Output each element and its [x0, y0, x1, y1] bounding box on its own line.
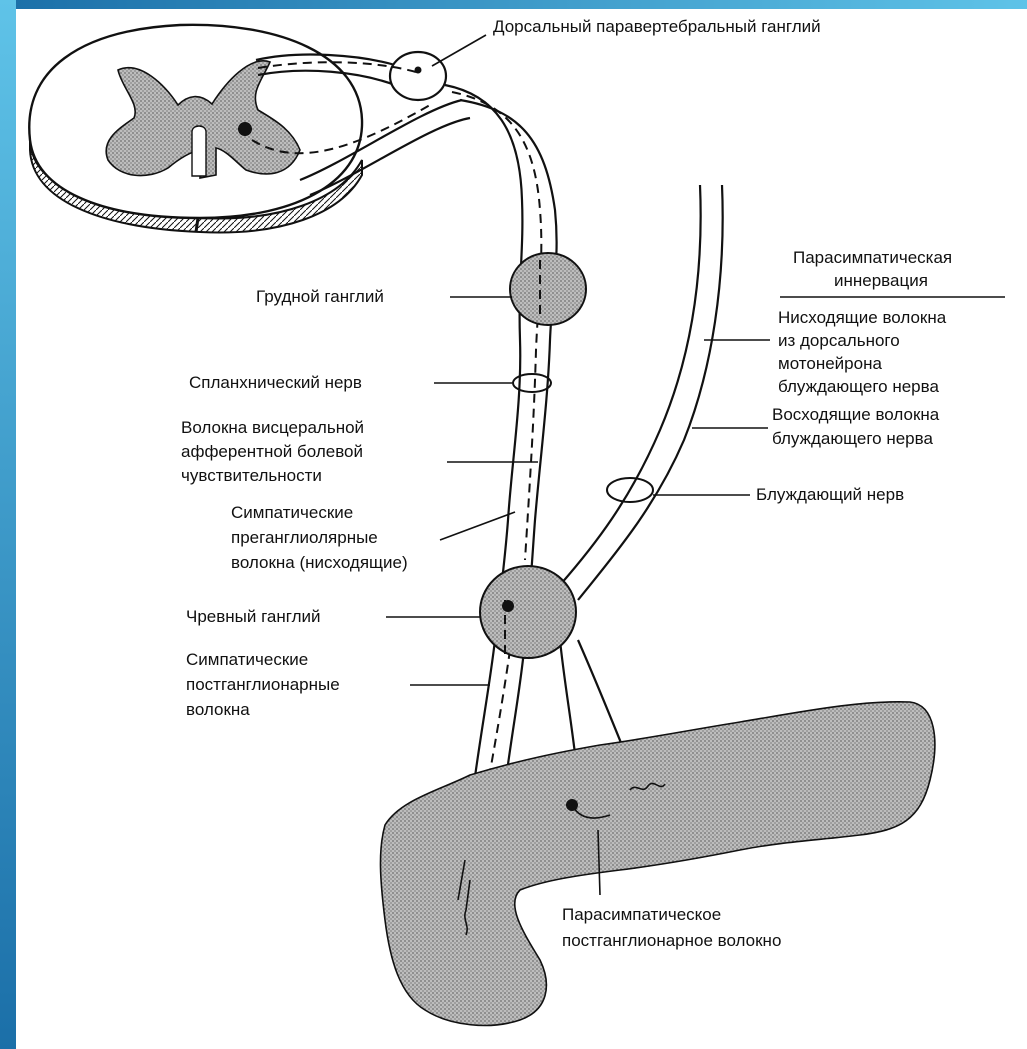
label-descending-vagal-3: мотонейрона — [778, 354, 882, 373]
label-parasympathetic-post-1: Парасимпатическое — [562, 905, 721, 924]
label-sympathetic-post-2: постганглионарные — [186, 675, 340, 694]
label-splanchnic-nerve: Спланхнический нерв — [189, 373, 362, 392]
top-accent-bar — [0, 0, 1027, 9]
lateral-horn-neuron — [238, 122, 252, 136]
label-visceral-afferent-2: афферентной болевой — [181, 442, 363, 461]
label-parasympathetic-header-2: иннервация — [834, 271, 928, 290]
label-ascending-vagal-1: Восходящие волокна — [772, 405, 940, 424]
spinal-cord-section — [29, 25, 362, 233]
thoracic-ganglion-body — [510, 253, 586, 325]
label-visceral-afferent-3: чувствительности — [181, 466, 322, 485]
label-descending-vagal-1: Нисходящие волокна — [778, 308, 947, 327]
label-celiac-ganglion: Чревный ганглий — [186, 607, 321, 626]
label-dorsal-ganglion: Дорсальный паравертебральный ганглий — [493, 17, 821, 36]
label-sympathetic-pre-1: Симпатические — [231, 503, 353, 522]
label-sympathetic-pre-3: волокна (нисходящие) — [231, 553, 408, 572]
label-sympathetic-post-3: волокна — [186, 700, 250, 719]
label-vagus-nerve: Блуждающий нерв — [756, 485, 904, 504]
label-visceral-afferent-1: Волокна висцеральной — [181, 418, 364, 437]
label-ascending-vagal-2: блуждающего нерва — [772, 429, 933, 448]
pancreas — [380, 702, 934, 1026]
label-thoracic-ganglion: Грудной ганглий — [256, 287, 384, 306]
label-sympathetic-post-1: Симпатические — [186, 650, 308, 669]
celiac-ganglion-body — [480, 566, 576, 658]
label-descending-vagal-4: блуждающего нерва — [778, 377, 939, 396]
label-parasympathetic-header-1: Парасимпатическая — [793, 248, 952, 267]
label-parasympathetic-post-2: постганглионарное волокно — [562, 931, 781, 950]
label-sympathetic-pre-2: преганглиолярные — [231, 528, 378, 547]
dorsal-ganglion-body — [390, 52, 446, 100]
left-accent-bar — [0, 0, 16, 1049]
label-descending-vagal-2: из дорсального — [778, 331, 900, 350]
